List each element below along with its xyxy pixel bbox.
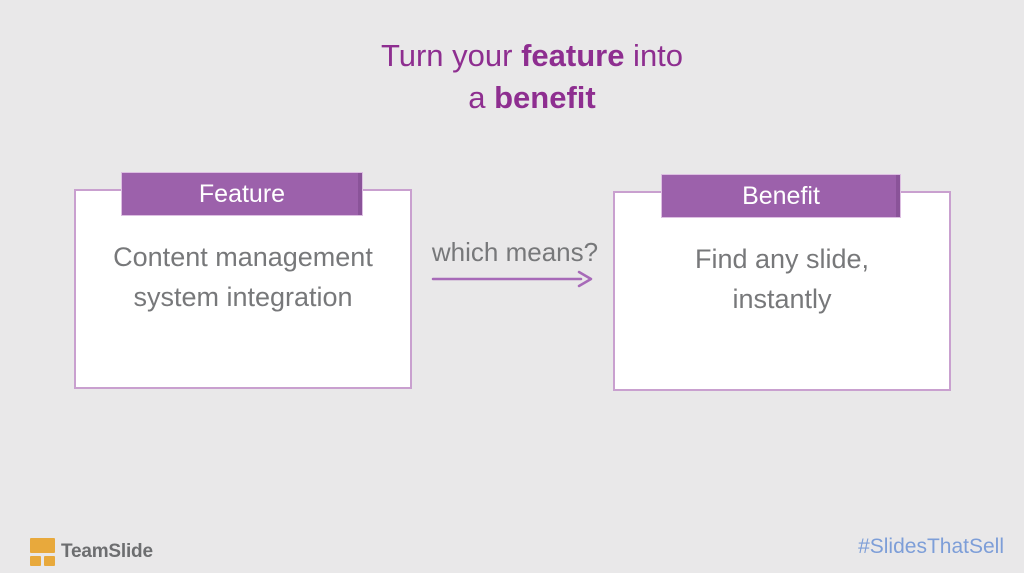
title-line1-regular: Turn your <box>380 38 522 73</box>
title-line1-bold: feature <box>521 38 625 73</box>
feature-card-header: Feature <box>121 172 363 216</box>
brand-logo: TeamSlide <box>30 537 153 566</box>
connector-label: which means? <box>431 237 599 267</box>
bottom-strip <box>0 573 1024 580</box>
right-arrow-icon <box>431 270 593 288</box>
feature-card: Feature Content management system integr… <box>74 172 412 389</box>
benefit-card-header: Benefit <box>661 174 901 218</box>
benefit-card-body: Find any slide, instantly <box>694 244 870 314</box>
feature-card-body: Content management system integration <box>113 242 373 312</box>
slide-title: Turn your feature into a benefit <box>20 35 1024 119</box>
title-line1-suffix: into <box>624 38 684 73</box>
hashtag: #SlidesThatSell <box>858 535 1004 558</box>
title-line2-bold: benefit <box>494 80 596 115</box>
benefit-card: Benefit Find any slide, instantly <box>613 174 951 391</box>
teamslide-logo-icon <box>30 537 55 566</box>
title-line2-regular: a <box>468 80 495 115</box>
brand-name: TeamSlide <box>61 540 153 562</box>
